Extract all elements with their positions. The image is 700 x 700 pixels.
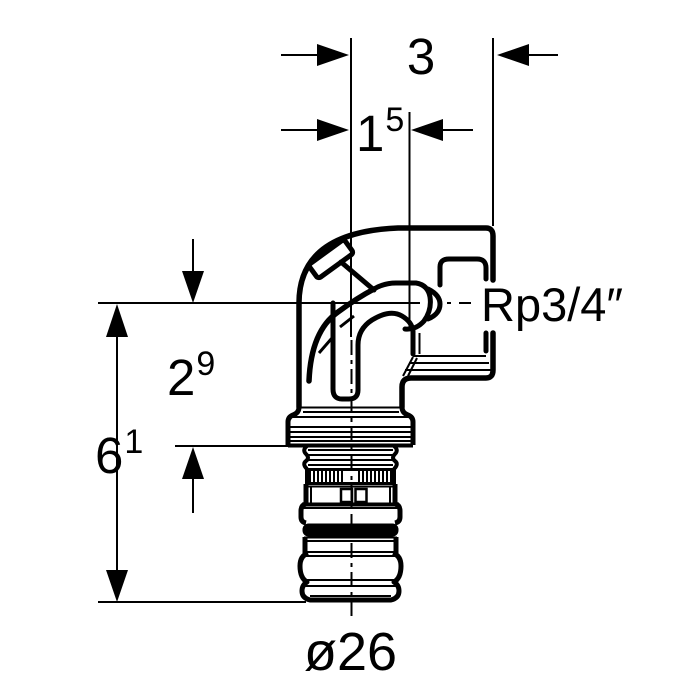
dim29-arrow-top bbox=[182, 271, 204, 303]
collar-side-left bbox=[285, 406, 302, 445]
neck-side-left bbox=[302, 444, 310, 471]
hidden-dash-1 bbox=[317, 337, 334, 354]
dim-upper-height-label: 29 bbox=[167, 345, 215, 406]
dim-offset-main: 1 bbox=[356, 105, 384, 162]
dim-upper-main: 2 bbox=[167, 349, 195, 406]
socket-chamfer-diag-2 bbox=[407, 357, 418, 377]
dim61-arrow-bottom bbox=[106, 570, 128, 602]
mounting-tab bbox=[306, 237, 356, 281]
indicator-window bbox=[339, 487, 354, 504]
dim15-arrow-left bbox=[317, 119, 349, 141]
sleeve-side-left bbox=[298, 501, 307, 526]
o-ring-band bbox=[302, 523, 399, 537]
body-outline-upper bbox=[296, 225, 496, 410]
bend-hump bbox=[371, 280, 433, 332]
tab-rib-line bbox=[338, 259, 377, 293]
labels: 3 15 29 61 Rp3/4″ ø26 bbox=[95, 28, 623, 682]
diameter-label: ø26 bbox=[304, 622, 397, 682]
dimension-lines bbox=[98, 38, 558, 603]
dim-offset-width-label: 15 bbox=[356, 101, 404, 162]
thread-size-label: Rp3/4″ bbox=[481, 278, 623, 331]
socket-chamfer-diag-1 bbox=[402, 356, 414, 377]
elbow-body bbox=[296, 225, 496, 410]
dim61-arrow-top bbox=[106, 304, 128, 337]
indicator-band bbox=[302, 484, 399, 507]
bend-interior bbox=[306, 280, 443, 402]
body-outline-lower bbox=[399, 330, 496, 410]
collar-side-right bbox=[399, 406, 416, 445]
dim-total-sup: 1 bbox=[124, 423, 143, 461]
dim15-arrow-right bbox=[411, 119, 443, 141]
bulge-outline-left bbox=[297, 550, 404, 603]
dim-total-main: 6 bbox=[95, 427, 123, 484]
dim-offset-sup: 5 bbox=[385, 101, 404, 139]
dim3-arrow-right bbox=[497, 44, 529, 66]
sleeve-side-right bbox=[394, 501, 403, 526]
thread-socket-detail bbox=[402, 256, 491, 377]
neck-side-right bbox=[391, 444, 399, 471]
dim-total-height-label: 61 bbox=[95, 423, 143, 484]
dim-upper-sup: 9 bbox=[196, 345, 215, 383]
dim3-arrow-left bbox=[317, 44, 349, 66]
knurled-band bbox=[305, 468, 396, 485]
dim29-arrow-bottom bbox=[182, 447, 204, 479]
bore-mouth-arc bbox=[425, 286, 443, 322]
bend-outer-wall bbox=[306, 286, 377, 384]
indicator-window bbox=[354, 487, 368, 504]
socket-relief bbox=[437, 256, 489, 288]
bore-channel bbox=[330, 300, 416, 402]
dim-top-width-label: 3 bbox=[407, 28, 435, 85]
